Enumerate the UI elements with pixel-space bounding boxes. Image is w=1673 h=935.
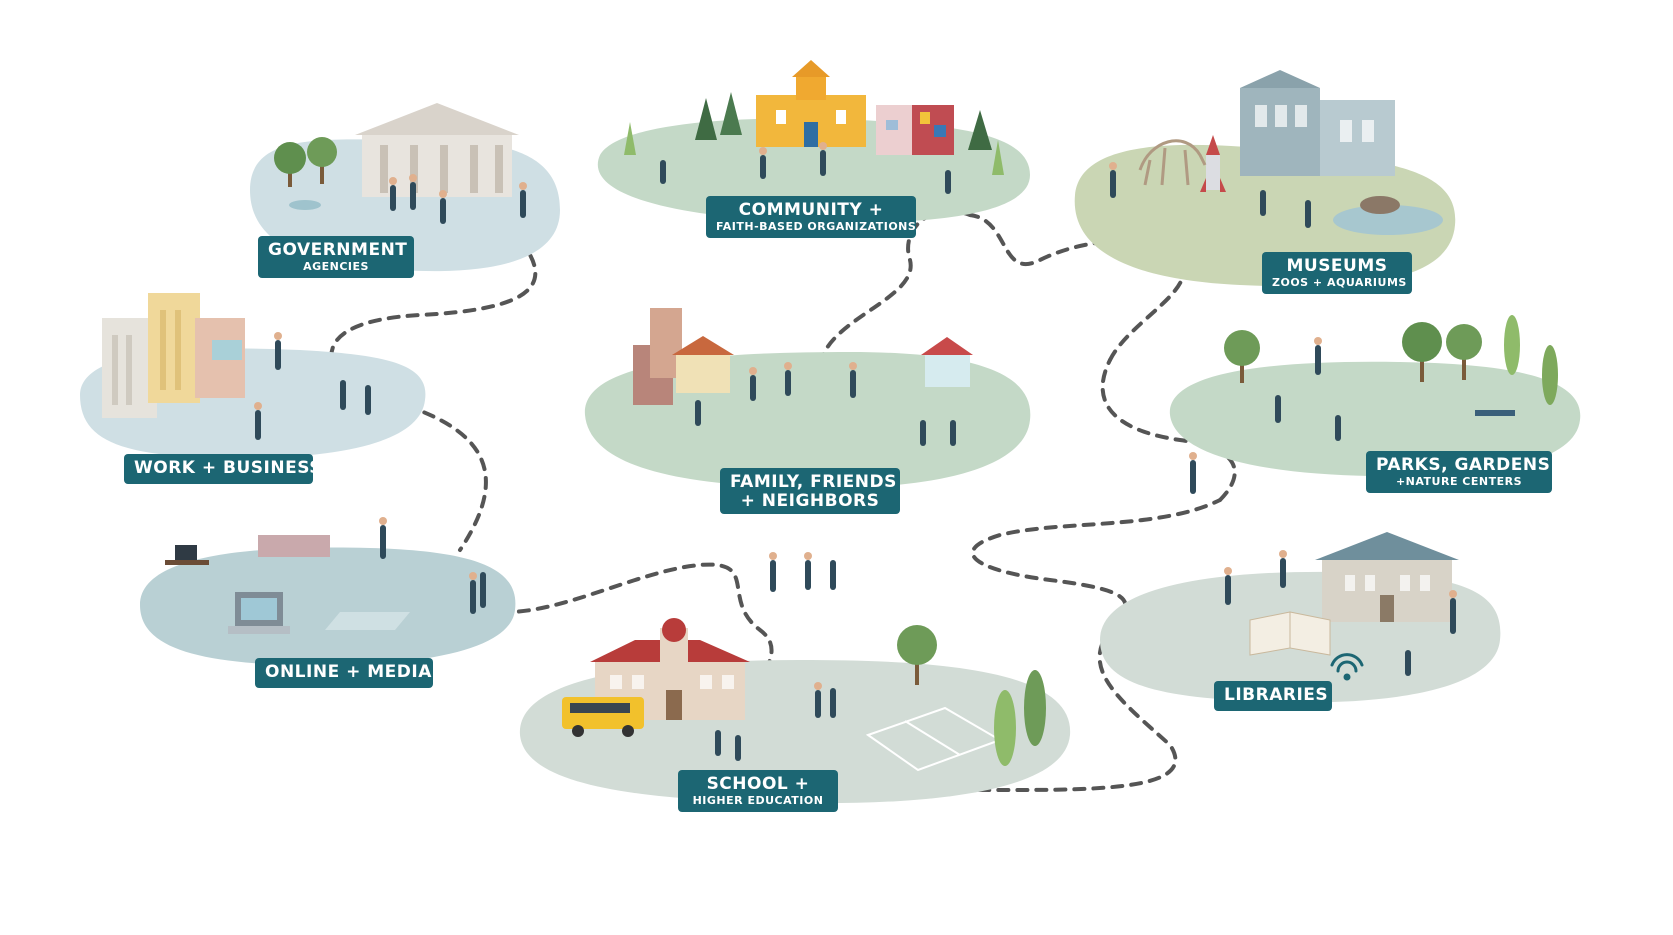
label-community: COMMUNITY + FAITH-BASED ORGANIZATIONS <box>706 196 916 238</box>
couch-icon <box>258 535 330 557</box>
path-segment-museums-family <box>817 209 972 410</box>
label-family-subtitle: + NEIGHBORS <box>740 491 880 511</box>
label-parks: PARKS, GARDENS +NATURE CENTERS <box>1366 451 1552 493</box>
people-figures <box>254 142 1457 761</box>
label-school-title: SCHOOL + <box>706 774 810 794</box>
park-trees-icon <box>1224 315 1558 405</box>
office-buildings-icon <box>102 293 245 418</box>
label-school: SCHOOL + HIGHER EDUCATION <box>678 770 838 812</box>
label-government-subtitle: AGENCIES <box>303 260 369 273</box>
tree-icon <box>274 137 337 187</box>
library-building-icon <box>1315 532 1459 622</box>
church-building-icon <box>756 60 866 147</box>
label-family-title: FAMILY, FRIENDS <box>730 472 897 492</box>
label-work-title: WORK + BUSINESS <box>134 458 322 478</box>
yoga-mat-icon <box>325 612 410 630</box>
pond-icon <box>1333 196 1443 235</box>
label-museums-subtitle: ZOOS + AQUARIUMS <box>1272 276 1407 289</box>
open-book-icon <box>1249 611 1331 656</box>
school-building-icon <box>590 618 750 720</box>
label-online: ONLINE + MEDIA <box>255 658 433 688</box>
wifi-icon <box>1330 653 1364 681</box>
fountain-icon <box>289 200 321 210</box>
rocket-icon <box>1200 135 1226 192</box>
bench-icon <box>1475 410 1515 416</box>
school-trees-icon <box>897 625 1046 766</box>
label-government-title: GOVERNMENT <box>268 240 408 260</box>
label-government: GOVERNMENT AGENCIES <box>258 236 414 278</box>
label-family: FAMILY, FRIENDS + NEIGHBORS <box>720 468 900 514</box>
label-libraries-title: LIBRARIES <box>1224 685 1329 705</box>
blob-parks <box>1169 361 1581 477</box>
label-museums: MUSEUMS ZOOS + AQUARIUMS <box>1262 252 1412 294</box>
school-bus-icon <box>562 697 644 737</box>
blob-online <box>140 547 516 666</box>
label-parks-subtitle: +NATURE CENTERS <box>1395 475 1523 488</box>
path-segment-government-work <box>329 238 538 382</box>
desk-icon <box>165 545 209 565</box>
museum-building-icon <box>1240 70 1395 176</box>
laptop-icon <box>228 592 290 634</box>
mural-building-icon <box>876 105 954 155</box>
path-segment-libraries-parks <box>1100 358 1237 502</box>
label-museums-title: MUSEUMS <box>1286 256 1388 276</box>
label-community-subtitle: FAITH-BASED ORGANIZATIONS <box>716 220 917 233</box>
dinosaur-skeleton-icon <box>1138 139 1207 186</box>
pine-tree-icon <box>624 92 1004 175</box>
label-community-title: COMMUNITY + <box>738 200 884 220</box>
government-building-icon <box>355 103 519 197</box>
label-parks-title: PARKS, GARDENS <box>1376 455 1551 475</box>
house-icon <box>672 336 973 393</box>
blob-museums <box>1074 144 1456 287</box>
label-work: WORK + BUSINESS <box>124 454 322 484</box>
scenery <box>102 60 1558 772</box>
label-libraries: LIBRARIES <box>1214 681 1332 711</box>
label-online-title: ONLINE + MEDIA <box>265 662 432 682</box>
label-school-subtitle: HIGHER EDUCATION <box>692 794 824 807</box>
